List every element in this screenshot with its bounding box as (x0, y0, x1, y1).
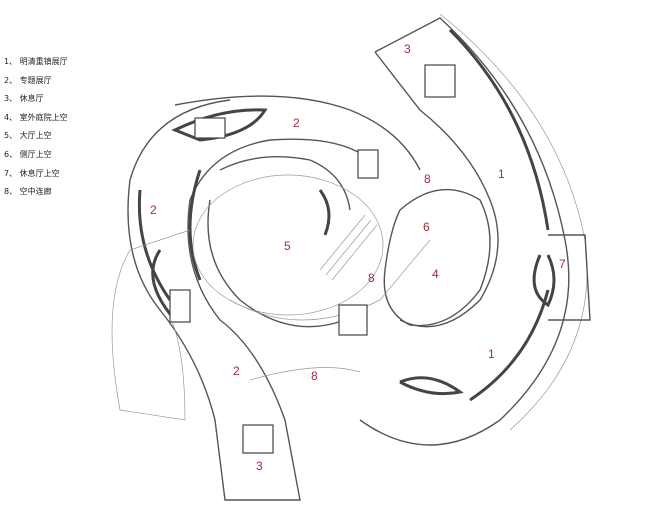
legend: 1、 明清重镇展厅 2、 专题展厅 3、 休息厅 4、 室外庭院上空 5、 大厅… (4, 56, 68, 205)
stair-cores (169, 64, 456, 454)
room-label: 8 (368, 271, 375, 285)
stair-core (169, 289, 191, 323)
stair-core (357, 149, 379, 179)
legend-item: 3、 休息厅 (4, 94, 44, 104)
legend-item: 7、 休息厅上空 (4, 168, 60, 178)
room-label: 5 (284, 239, 291, 253)
room-label: 7 (559, 257, 566, 271)
legend-item: 6、 侧厅上空 (4, 149, 52, 159)
room-label: 3 (256, 459, 263, 473)
legend-item: 4、 室外庭院上空 (4, 112, 68, 122)
legend-item: 1、 明清重镇展厅 (4, 57, 68, 66)
room-label: 8 (311, 369, 318, 383)
stair-core (242, 424, 274, 454)
stair-core (194, 117, 226, 139)
room-label: 1 (488, 347, 495, 361)
legend-item: 5、 大厅上空 (4, 131, 52, 141)
room-label: 1 (498, 167, 505, 181)
room-label: 6 (423, 220, 430, 234)
stair-core (424, 64, 456, 98)
legend-item: 2、 专题展厅 (4, 75, 52, 85)
room-label: 2 (293, 116, 300, 130)
legend-item: 8、 空中连廊 (4, 187, 52, 197)
room-label: 2 (233, 364, 240, 378)
room-labels: 3 2 1 8 2 6 5 4 8 7 1 2 8 3 (150, 42, 566, 473)
room-label: 2 (150, 203, 157, 217)
room-label: 4 (432, 267, 439, 281)
walls (111, 13, 591, 501)
room-label: 8 (424, 172, 431, 186)
room-label: 3 (404, 42, 411, 56)
stair-core (338, 304, 368, 336)
